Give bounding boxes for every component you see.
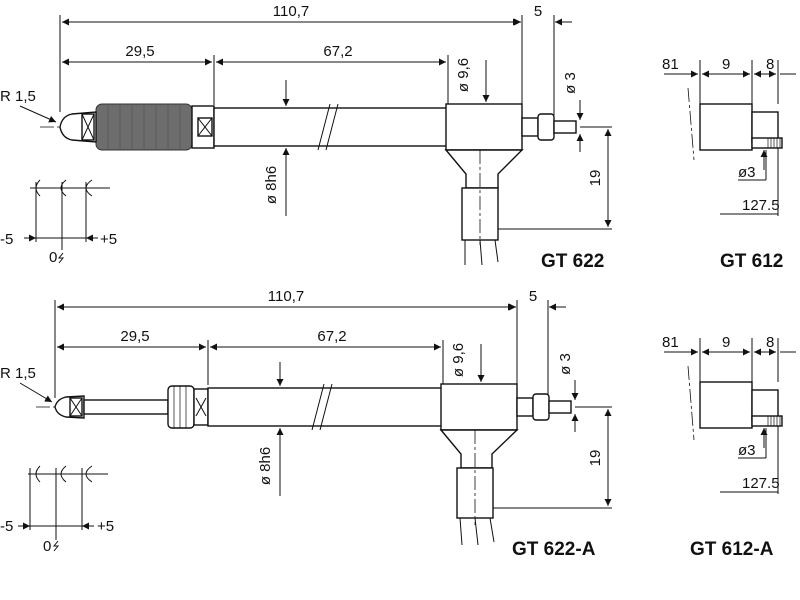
side-dim-a: 81 bbox=[662, 334, 679, 351]
dim-height: 19 bbox=[587, 450, 604, 467]
probe-drawing-top: 110,7 5 29,5 67,2 R 1,5 bbox=[0, 3, 612, 272]
dim-radius: R 1,5 bbox=[0, 88, 36, 105]
travel-minus: -5 bbox=[0, 518, 13, 535]
side-dim-a: 81 bbox=[662, 56, 679, 73]
travel-indicator bbox=[24, 179, 110, 250]
dim-shaft-diameter: ø 8h6 bbox=[257, 447, 274, 485]
side-dim-b: 9 bbox=[722, 56, 730, 73]
dim-shaft-diameter: ø 8h6 bbox=[263, 166, 280, 204]
probe-drawing-bottom: 110,7 5 29,5 67,2 R 1,5 bbox=[0, 288, 612, 560]
dim-left-segment: 29,5 bbox=[125, 43, 154, 60]
model-label-bottom: GT 622-A bbox=[512, 539, 596, 560]
dim-overall-length: 110,7 bbox=[268, 288, 304, 305]
side-dim-length: 127.5 bbox=[742, 475, 780, 492]
travel-zero: 0 bbox=[49, 249, 57, 266]
travel-plus: +5 bbox=[100, 231, 117, 248]
dim-tip-diameter: ø 3 bbox=[557, 353, 574, 375]
dim-left-segment: 29,5 bbox=[120, 328, 149, 345]
dim-body-diameter: ø 9,6 bbox=[450, 343, 467, 377]
zero-mark-icon bbox=[57, 252, 65, 264]
travel-minus: -5 bbox=[0, 231, 13, 248]
dim-tip-diameter: ø 3 bbox=[562, 72, 579, 94]
side-dim-diameter: ø3 bbox=[738, 442, 756, 459]
dim-tail-length: 5 bbox=[529, 288, 537, 305]
dim-overall-length: 110,7 bbox=[273, 3, 309, 20]
model-label-top: GT 622 bbox=[541, 251, 604, 272]
dim-tail-length: 5 bbox=[534, 3, 542, 20]
side-dim-length: 127.5 bbox=[742, 197, 780, 214]
side-view-bottom: 81 9 8 ø3 127.5 GT 612-A bbox=[662, 334, 796, 560]
dim-radius: R 1,5 bbox=[0, 365, 36, 382]
dim-height: 19 bbox=[587, 170, 604, 187]
travel-plus: +5 bbox=[97, 518, 114, 535]
side-dim-diameter: ø3 bbox=[738, 164, 756, 181]
dim-body-diameter: ø 9,6 bbox=[455, 58, 472, 92]
zero-mark-icon bbox=[52, 540, 60, 552]
model-label-bottom-side: GT 612-A bbox=[690, 539, 774, 560]
dim-right-segment: 67,2 bbox=[317, 328, 346, 345]
model-label-top-side: GT 612 bbox=[720, 251, 783, 272]
side-dim-c: 8 bbox=[766, 334, 774, 351]
side-dim-b: 9 bbox=[722, 334, 730, 351]
travel-indicator bbox=[18, 465, 108, 540]
travel-zero: 0 bbox=[43, 538, 51, 555]
side-dim-c: 8 bbox=[766, 56, 774, 73]
dim-right-segment: 67,2 bbox=[323, 43, 352, 60]
side-view-top: 81 9 8 ø3 127.5 GT 612 bbox=[662, 56, 796, 272]
